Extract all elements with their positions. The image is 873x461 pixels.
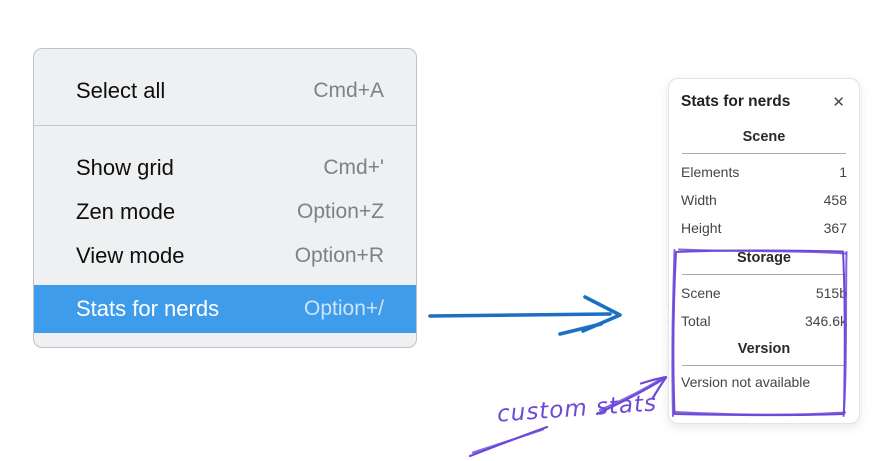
menu-item-show-grid[interactable]: Show grid Cmd+' xyxy=(34,146,416,190)
menu-item-label: View mode xyxy=(76,243,185,268)
menu-item-view-mode[interactable]: View mode Option+R xyxy=(34,234,416,278)
stat-row-elements: Elements 1 xyxy=(681,158,847,186)
stat-row-width: Width 458 xyxy=(681,186,847,214)
section-header-scene: Scene xyxy=(742,129,786,145)
stats-panel: Stats for nerds ✕ Scene Elements 1 Width… xyxy=(668,78,860,424)
stat-label: Elements xyxy=(681,164,740,180)
menu-item-label: Select all xyxy=(76,78,166,103)
section-header-version: Version xyxy=(737,341,791,357)
stat-label: Height xyxy=(681,220,722,236)
menu-item-label: Show grid xyxy=(76,155,174,180)
stats-panel-header: Stats for nerds ✕ xyxy=(681,91,847,113)
menu-item-shortcut: Option+/ xyxy=(304,297,384,320)
menu-item-shortcut: Option+Z xyxy=(297,200,384,223)
menu-divider xyxy=(34,125,416,126)
menu-item-stats-for-nerds[interactable]: Stats for nerds Option+/ xyxy=(34,285,416,333)
section-divider xyxy=(682,365,846,366)
stat-label: Scene xyxy=(681,285,721,301)
annotation-custom-stats: custom stats xyxy=(496,390,658,428)
menu-item-shortcut: Option+R xyxy=(294,244,384,267)
stats-panel-title: Stats for nerds xyxy=(681,93,791,110)
menu-item-zen-mode[interactable]: Zen mode Option+Z xyxy=(34,190,416,234)
stat-label: Width xyxy=(681,192,717,208)
context-menu: Select all Cmd+A Show grid Cmd+' Zen mod… xyxy=(33,48,417,348)
close-icon[interactable]: ✕ xyxy=(832,93,845,111)
section-divider xyxy=(682,153,846,154)
menu-item-label: Zen mode xyxy=(76,199,176,224)
stat-row-height: Height 367 xyxy=(681,214,847,242)
section-divider xyxy=(682,274,846,275)
stat-value: 1 xyxy=(839,164,847,180)
section-header-storage: Storage xyxy=(737,250,791,266)
stat-label: Total xyxy=(681,313,711,329)
menu-item-shortcut: Cmd+A xyxy=(313,79,384,102)
menu-item-select-all[interactable]: Select all Cmd+A xyxy=(34,63,416,119)
menu-item-shortcut: Cmd+' xyxy=(323,156,384,179)
stat-row-scene-storage: Scene 515b xyxy=(681,279,847,307)
version-note: Version not available xyxy=(681,374,811,390)
stat-row-total-storage: Total 346.6k xyxy=(681,307,847,335)
stat-value: 458 xyxy=(823,192,847,208)
stat-value: 367 xyxy=(823,220,847,236)
menu-item-label: Stats for nerds xyxy=(76,296,220,321)
stat-value: 346.6k xyxy=(804,313,847,329)
arrow-right-icon xyxy=(428,295,622,336)
stat-value: 515b xyxy=(815,285,847,301)
